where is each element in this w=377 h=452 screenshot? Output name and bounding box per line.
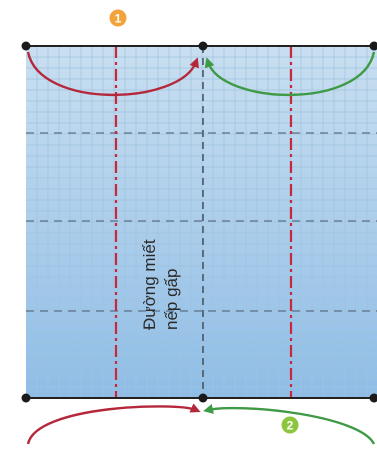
step-badge-1: 1 bbox=[109, 9, 127, 27]
bottom-green-fold-arrow bbox=[203, 404, 376, 445]
step-badge-2: 2 bbox=[281, 416, 299, 434]
step-badge-2-number: 2 bbox=[287, 419, 294, 433]
top-red-fold-arrow bbox=[26, 51, 199, 97]
horizontal-guides bbox=[26, 132, 377, 312]
fold-label-line-2: nếp gấp bbox=[162, 269, 181, 330]
red-fold-lines bbox=[114, 46, 293, 398]
fold-crease-label: Đường miết nếp gấp bbox=[140, 239, 181, 330]
step-badge-1-number: 1 bbox=[115, 12, 122, 26]
fold-label-line-1: Đường miết bbox=[140, 239, 159, 330]
top-green-fold-arrow bbox=[204, 51, 376, 97]
grid-lines bbox=[26, 46, 377, 398]
corner-dots bbox=[21, 41, 377, 403]
bottom-red-fold-arrow bbox=[26, 403, 201, 445]
